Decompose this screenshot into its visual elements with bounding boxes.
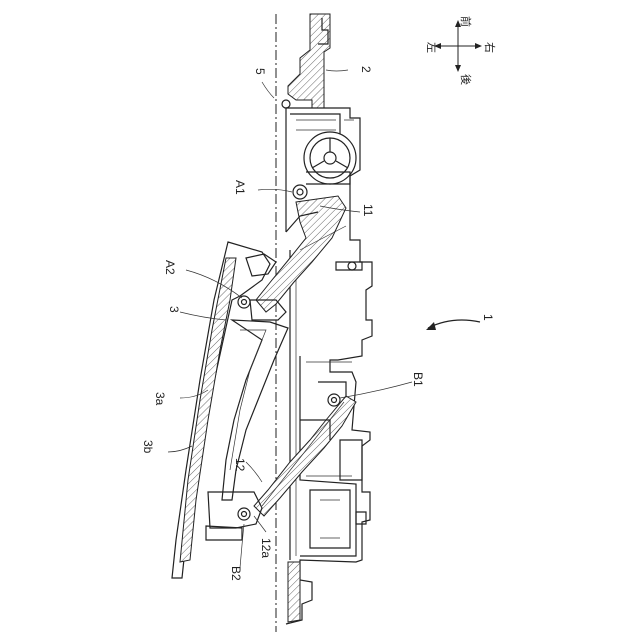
label-A1: A1	[233, 180, 247, 195]
pivot-a1	[293, 185, 307, 199]
direction-rear: 後	[459, 74, 473, 85]
label-12: 12	[233, 458, 247, 472]
link-arm-12	[254, 382, 356, 516]
damper-wheel	[304, 132, 356, 184]
link-arm-11	[256, 196, 362, 312]
direction-indicator: 前 右 後 左	[425, 16, 497, 85]
label-2: 2	[359, 66, 373, 73]
label-11: 11	[361, 204, 375, 217]
label-12a: 12a	[259, 538, 273, 558]
label-3a: 3a	[153, 392, 167, 406]
label-A2: A2	[163, 260, 177, 275]
direction-right: 右	[483, 42, 497, 53]
label-B1: B1	[411, 372, 425, 387]
label-3: 3	[167, 306, 181, 313]
pivot-b2	[238, 508, 250, 520]
mounting-bracket-2	[282, 14, 330, 108]
direction-left: 左	[425, 42, 438, 53]
label-5: 5	[253, 68, 267, 75]
label-1: 1	[481, 314, 495, 321]
direction-front: 前	[459, 16, 473, 27]
pivot-a2	[238, 296, 250, 308]
label-B2: B2	[229, 566, 243, 581]
label-3b: 3b	[141, 440, 155, 454]
